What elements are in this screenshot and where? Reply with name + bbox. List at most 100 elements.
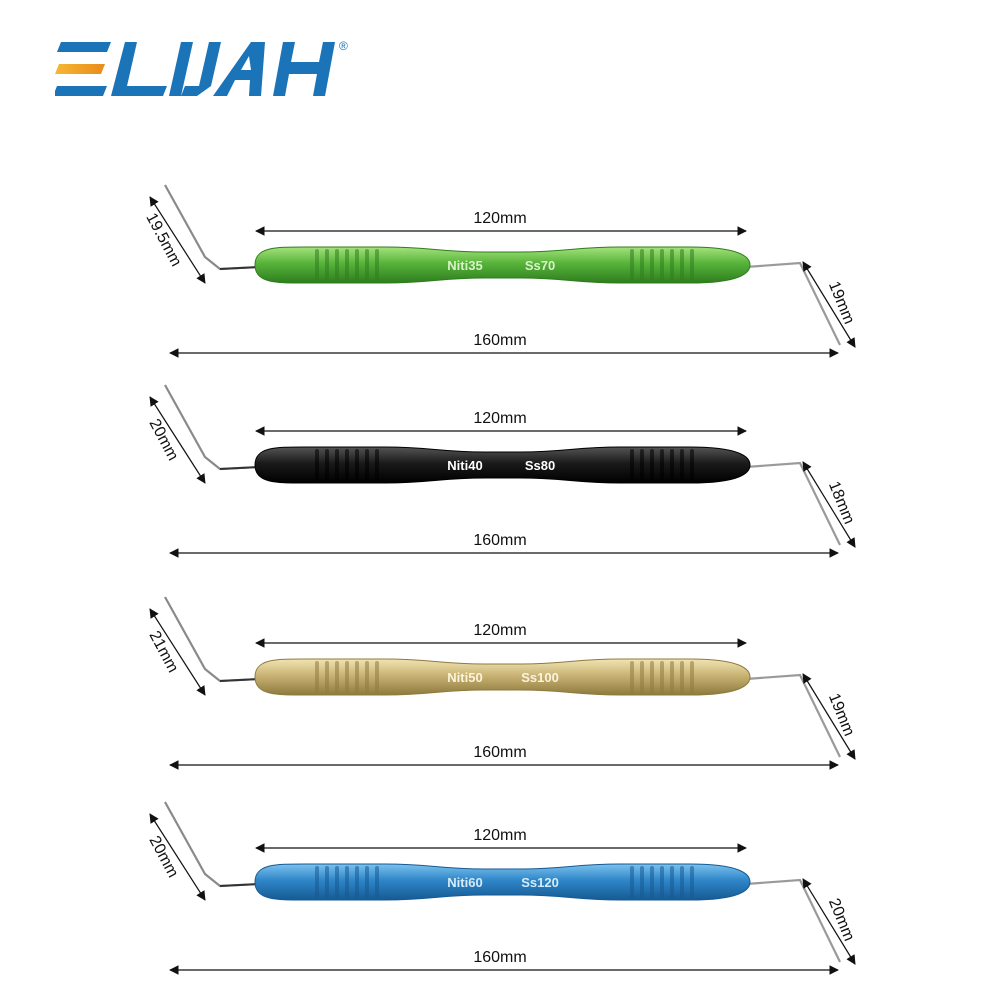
grip-ring — [680, 866, 684, 898]
left-tip-dimension-arrow — [149, 608, 206, 696]
grip-ring — [640, 449, 644, 481]
grip-ring — [650, 866, 654, 898]
grip-ring — [640, 661, 644, 693]
grip-ring — [690, 249, 694, 281]
grip-ring — [650, 661, 654, 693]
left-wire-base — [219, 266, 260, 270]
grip-ring — [375, 249, 379, 281]
grip-ring — [335, 249, 339, 281]
logo-letter-a — [213, 42, 265, 96]
grip-ring — [355, 866, 359, 898]
right-tip-label: 20mm — [825, 896, 857, 944]
grip-ring — [660, 449, 664, 481]
right-tip-label: 19mm — [825, 279, 857, 327]
logo-letter-h — [273, 42, 335, 96]
grip-ring — [680, 661, 684, 693]
niti-label: Niti35 — [447, 258, 482, 273]
left-tip-dimension-arrow — [149, 196, 206, 284]
grip-ring — [355, 661, 359, 693]
grip-ring — [325, 866, 329, 898]
grip-ring — [315, 249, 319, 281]
grip-ring — [690, 449, 694, 481]
left-tip-label: 20mm — [146, 416, 182, 463]
grip-ring — [670, 866, 674, 898]
grip-ring — [315, 866, 319, 898]
grip-rings — [315, 661, 694, 693]
right-wire-tip — [745, 673, 841, 758]
logo-letter-j — [181, 42, 221, 96]
total-length-label: 160mm — [473, 744, 526, 761]
left-tip-label: 21mm — [146, 628, 182, 675]
right-tip-dimension-arrow — [802, 878, 856, 965]
instrument-1: 120mm 19.5mm 19mm Niti35 Ss70 160mm — [142, 184, 857, 358]
grip-ring — [650, 449, 654, 481]
grip-ring — [690, 661, 694, 693]
left-wire-base — [219, 678, 260, 682]
grip-ring — [335, 449, 339, 481]
grip-ring — [335, 661, 339, 693]
grip-ring — [375, 449, 379, 481]
inner-length-label: 120mm — [473, 622, 526, 639]
grip-ring — [365, 661, 369, 693]
grip-ring — [660, 661, 664, 693]
grip-ring — [335, 866, 339, 898]
grip-ring — [640, 249, 644, 281]
handle-body — [254, 658, 751, 696]
niti-label: Niti50 — [447, 670, 482, 685]
grip-ring — [690, 866, 694, 898]
right-tip-label: 18mm — [825, 479, 857, 527]
grip-rings — [315, 449, 694, 481]
grip-ring — [660, 866, 664, 898]
left-tip-label: 19.5mm — [142, 210, 184, 269]
ss-label: Ss120 — [521, 875, 559, 890]
grip-ring — [365, 249, 369, 281]
right-wire-tip — [745, 261, 841, 346]
logo-letter-i — [169, 42, 193, 96]
grip-rings — [315, 249, 694, 281]
brand-logo: ® — [55, 39, 348, 96]
left-tip-label: 20mm — [146, 833, 182, 880]
total-length-label: 160mm — [473, 949, 526, 966]
niti-label: Niti40 — [447, 458, 482, 473]
grip-ring — [670, 249, 674, 281]
grip-ring — [345, 449, 349, 481]
right-wire-tip — [745, 878, 841, 963]
total-length-label: 160mm — [473, 332, 526, 349]
right-tip-dimension-arrow — [802, 673, 856, 760]
grip-ring — [660, 249, 664, 281]
right-tip-label: 19mm — [825, 691, 857, 739]
grip-ring — [345, 866, 349, 898]
registered-mark: ® — [339, 39, 348, 53]
inner-length-label: 120mm — [473, 210, 526, 227]
handle-body — [254, 246, 751, 284]
inner-length-label: 120mm — [473, 827, 526, 844]
grip-ring — [365, 449, 369, 481]
grip-ring — [355, 449, 359, 481]
ss-label: Ss80 — [525, 458, 555, 473]
grip-ring — [670, 661, 674, 693]
total-length-label: 160mm — [473, 532, 526, 549]
grip-ring — [325, 449, 329, 481]
left-wire-base — [219, 883, 260, 887]
grip-ring — [355, 249, 359, 281]
grip-ring — [630, 661, 634, 693]
grip-ring — [375, 866, 379, 898]
grip-ring — [315, 449, 319, 481]
grip-ring — [640, 866, 644, 898]
grip-ring — [365, 866, 369, 898]
grip-ring — [375, 661, 379, 693]
grip-ring — [345, 249, 349, 281]
ss-label: Ss70 — [525, 258, 555, 273]
grip-ring — [670, 449, 674, 481]
grip-ring — [630, 866, 634, 898]
right-tip-dimension-arrow — [802, 461, 856, 548]
grip-rings — [315, 866, 694, 898]
grip-ring — [315, 661, 319, 693]
grip-ring — [680, 449, 684, 481]
left-tip-dimension-arrow — [149, 813, 206, 901]
grip-ring — [325, 249, 329, 281]
